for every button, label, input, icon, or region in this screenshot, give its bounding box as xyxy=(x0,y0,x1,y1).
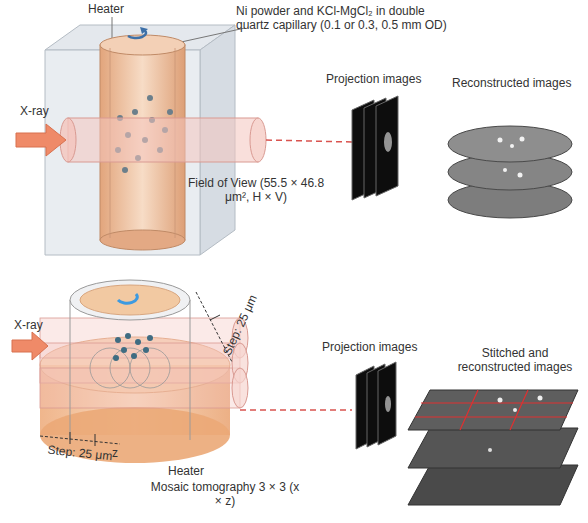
stitched-slice xyxy=(408,390,578,430)
ni-particle xyxy=(121,347,127,353)
ni-particle xyxy=(147,335,153,341)
capillary-top xyxy=(70,280,190,320)
stitch-seam xyxy=(460,390,478,430)
particle-speck xyxy=(518,173,523,178)
part-label: Heater xyxy=(88,2,148,16)
projection-signal xyxy=(384,132,392,152)
particle-speck xyxy=(503,168,507,172)
beam-label: X-ray xyxy=(14,318,64,332)
stitched-slice xyxy=(408,428,578,468)
capillary-bottom xyxy=(100,230,185,250)
particle-speck xyxy=(510,144,514,148)
rotation-arrowhead xyxy=(140,27,148,34)
particle-speck xyxy=(498,138,503,143)
ni-particle xyxy=(167,109,173,115)
ni-particle xyxy=(125,333,131,339)
particle-speck xyxy=(488,448,492,452)
stage-label: Projection images xyxy=(326,72,446,86)
capillary-wall xyxy=(70,300,71,440)
mosaic-cross-section xyxy=(130,348,170,388)
stitched-slice xyxy=(408,465,578,505)
rotation-arrow xyxy=(118,294,137,303)
field-of-view-label: Field of View (55.5 × 46.8 μm², H × V) xyxy=(176,176,336,204)
stitch-seam xyxy=(415,416,567,417)
capillary-wall xyxy=(190,300,191,440)
projection-image xyxy=(378,362,396,445)
stitch-seam xyxy=(421,402,573,403)
field-of-view-tube xyxy=(68,118,258,162)
xray-arrow xyxy=(12,332,48,360)
beam-label: X-ray xyxy=(20,104,70,118)
step-tick xyxy=(70,432,71,444)
ni-particle xyxy=(113,355,119,361)
projection-signal xyxy=(385,396,391,412)
xray-arrow xyxy=(16,124,66,156)
particle-speck xyxy=(538,396,543,401)
field-of-view-end xyxy=(250,118,266,162)
part-label: Heater xyxy=(168,464,228,478)
ni-particle xyxy=(135,339,141,345)
ni-particle xyxy=(122,167,128,173)
particle-speck xyxy=(520,137,525,142)
step-tick xyxy=(95,434,96,446)
ni-particle xyxy=(147,95,153,101)
sample-label: Ni powder and KCl-MgCl₂ in double quartz… xyxy=(236,4,456,32)
step-tick xyxy=(210,315,220,320)
stitch-seam xyxy=(510,390,528,430)
mosaic-tube-end xyxy=(232,368,248,408)
particle-speck xyxy=(513,408,517,412)
capillary-inner-top xyxy=(80,285,180,315)
ni-particle xyxy=(131,353,137,359)
axis-label: z xyxy=(112,446,126,460)
ni-particle xyxy=(132,109,138,115)
ni-particle xyxy=(115,337,121,343)
projection-image xyxy=(376,96,398,196)
leader-line xyxy=(112,17,113,38)
reconstructed-slice xyxy=(448,126,572,162)
stage-label: Projection images xyxy=(322,340,442,354)
ni-particle xyxy=(143,347,149,353)
stage-label: Stitched and reconstructed images xyxy=(450,346,580,374)
stage-label: Reconstructed images xyxy=(452,76,584,90)
particle-speck xyxy=(498,398,503,403)
method-label: Mosaic tomography 3 × 3 (x × z) xyxy=(150,480,300,508)
beam-line xyxy=(266,140,352,142)
beam-line xyxy=(240,409,352,411)
